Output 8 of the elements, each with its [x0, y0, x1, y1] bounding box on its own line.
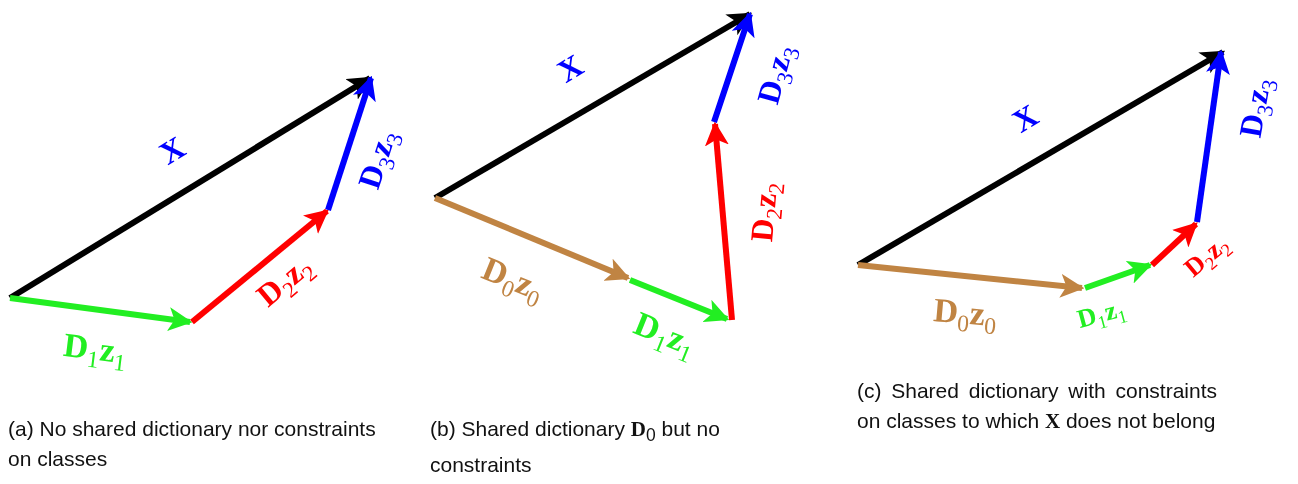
figure-caption: (a) No shared dictionary nor constraints on classes: [8, 416, 376, 472]
vector-label: D$_{1}$z$_{1}$: [61, 328, 129, 376]
vector-label: D$_{0}$z$_{0}$: [931, 293, 999, 339]
figure-caption: (c) Shared dictionary with constraints on classes to which X does not belong: [857, 378, 1217, 435]
vector-label: X: [153, 130, 191, 170]
vector-label: X: [551, 48, 589, 88]
figure-caption: (b) Shared dictionary D$_{0}$ but no constraints: [430, 416, 721, 479]
vector-label: X: [1006, 98, 1044, 138]
